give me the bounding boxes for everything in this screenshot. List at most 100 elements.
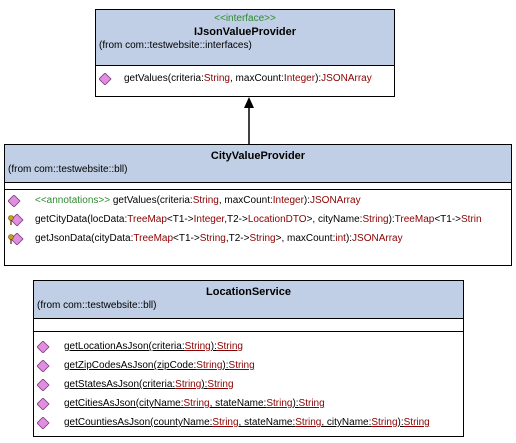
signature-part: , stateName: xyxy=(209,398,267,409)
signature-part: TreeMap xyxy=(127,214,167,225)
signature-part: TreeMap xyxy=(133,233,174,244)
class-header: <<interface>> IJsonValueProvider (from c… xyxy=(96,10,394,66)
class-name: LocationService xyxy=(206,286,291,298)
signature-part: int xyxy=(335,233,346,244)
signature-part: >, maxCount: xyxy=(275,233,336,244)
operation-row[interactable]: getCitiesAsJson(cityName:String, stateNa… xyxy=(34,394,463,413)
protected-operation-icon xyxy=(8,233,24,245)
signature-part: getCountiesAsJson(countyName: xyxy=(64,417,213,428)
signature-part: getCitiesAsJson(cityName: xyxy=(64,398,184,409)
attributes-compartment xyxy=(5,183,511,190)
signature-part: String xyxy=(184,341,211,352)
signature-part: String xyxy=(295,417,322,428)
signature-part: , maxCount: xyxy=(230,73,284,84)
signature-part: String xyxy=(362,214,389,225)
signature-part: criteria: xyxy=(171,73,204,84)
signature-part: ): xyxy=(303,195,311,206)
signature-part: ): xyxy=(222,360,229,371)
signature-part: ): xyxy=(201,379,208,390)
signature-part: <T1-> xyxy=(166,214,194,225)
operations-compartment: getValues(criteria:String, maxCount:Inte… xyxy=(96,66,394,88)
attributes-compartment xyxy=(34,319,463,332)
signature-part: String xyxy=(203,73,230,84)
signature-part: getZipCodesAsJson(zipCode: xyxy=(64,360,197,371)
interface-namespace: (from com::testwebsite::interfaces) xyxy=(99,40,252,51)
class-namespace: (from com::testwebsite::bll) xyxy=(37,300,157,311)
operation-signature: getZipCodesAsJson(zipCode:String):String xyxy=(64,356,255,375)
signature-part: Integer xyxy=(272,195,304,206)
signature-part: Integer xyxy=(283,73,316,84)
signature-part: getValues(criteria: xyxy=(110,195,193,206)
signature-part: String xyxy=(183,398,210,409)
signature-part: String xyxy=(175,379,202,390)
signature-part: ): xyxy=(397,417,404,428)
signature-part: , stateName: xyxy=(238,417,296,428)
public-operation-icon xyxy=(99,73,112,85)
operation-signature: getValues(criteria:String, maxCount:Inte… xyxy=(124,69,372,88)
signature-part: ): xyxy=(315,73,322,84)
signature-part: Strin xyxy=(461,214,482,225)
signature-part: getValues( xyxy=(124,73,172,84)
operation-signature: <<annotations>> getValues(criteria:Strin… xyxy=(35,191,361,210)
signature-part: getStatesAsJson(criteria: xyxy=(64,379,176,390)
operation-signature: getStatesAsJson(criteria:String):String xyxy=(64,375,234,394)
signature-part: String xyxy=(249,233,276,244)
signature-part: ): xyxy=(292,398,299,409)
class-locationservice[interactable]: LocationService (from com::testwebsite::… xyxy=(33,280,464,437)
interface-name: IJsonValueProvider xyxy=(193,26,297,38)
signature-part: getLocationAsJson(criteria: xyxy=(64,341,185,352)
signature-part: String xyxy=(371,417,398,428)
operation-row[interactable]: getValues(criteria:String, maxCount:Inte… xyxy=(96,69,394,88)
operation-row[interactable]: getJsonData(cityData:TreeMap<T1->String,… xyxy=(5,229,511,248)
class-namespace: (from com::testwebsite::bll) xyxy=(8,164,128,175)
signature-part: String xyxy=(192,195,219,206)
operations-compartment: getLocationAsJson(criteria:String):Strin… xyxy=(34,332,463,432)
signature-part: ): xyxy=(388,214,395,225)
signature-part: String xyxy=(266,398,293,409)
public-static-operation-icon xyxy=(37,379,50,391)
public-operation-icon xyxy=(8,195,21,207)
interface-ijsonvalueprovider[interactable]: <<interface>> IJsonValueProvider (from c… xyxy=(95,9,395,97)
signature-part: String xyxy=(196,360,223,371)
operation-signature: getLocationAsJson(criteria:String):Strin… xyxy=(64,337,243,356)
class-header: CityValueProvider (from com::testwebsite… xyxy=(5,145,511,183)
signature-part: String xyxy=(216,341,243,352)
signature-part: String xyxy=(199,233,226,244)
signature-part: >, cityName: xyxy=(306,214,363,225)
operation-signature: getJsonData(cityData:TreeMap<T1->String,… xyxy=(35,229,403,248)
operations-compartment: <<annotations>> getValues(criteria:Strin… xyxy=(5,190,511,248)
operation-signature: getCountiesAsJson(countyName:String, sta… xyxy=(64,413,430,432)
public-static-operation-icon xyxy=(37,341,50,353)
operation-row[interactable]: getStatesAsJson(criteria:String):String xyxy=(34,375,463,394)
operation-signature: getCityData(locData:TreeMap<T1->Integer,… xyxy=(35,210,482,229)
operation-row[interactable]: getCityData(locData:TreeMap<T1->Integer,… xyxy=(5,210,511,229)
protected-operation-icon xyxy=(8,214,24,226)
signature-part: JSONArray xyxy=(352,233,403,244)
interface-stereotype: <<interface>> xyxy=(214,13,276,24)
signature-part: String xyxy=(403,417,430,428)
signature-part: JSONArray xyxy=(321,73,372,84)
operation-row[interactable]: getLocationAsJson(criteria:String):Strin… xyxy=(34,337,463,356)
signature-part: String xyxy=(207,379,234,390)
class-cityvalueprovider[interactable]: CityValueProvider (from com::testwebsite… xyxy=(4,144,512,266)
signature-part: ): xyxy=(210,341,217,352)
signature-part: LocationDTO xyxy=(247,214,307,225)
signature-part: String xyxy=(298,398,325,409)
signature-part: ): xyxy=(345,233,353,244)
operation-row[interactable]: getZipCodesAsJson(zipCode:String):String xyxy=(34,356,463,375)
signature-part: Integer xyxy=(193,214,225,225)
signature-part: TreeMap xyxy=(394,214,435,225)
class-header: LocationService (from com::testwebsite::… xyxy=(34,281,463,319)
operation-row[interactable]: <<annotations>> getValues(criteria:Strin… xyxy=(5,191,511,210)
signature-part: , cityName: xyxy=(321,417,372,428)
signature-part: <T1-> xyxy=(434,214,462,225)
signature-part: JSONArray xyxy=(310,195,361,206)
signature-part: String xyxy=(212,417,239,428)
signature-part: , maxCount: xyxy=(218,195,273,206)
signature-part: String xyxy=(228,360,255,371)
signature-part: getJsonData(cityData: xyxy=(35,233,134,244)
public-static-operation-icon xyxy=(37,360,50,372)
public-static-operation-icon xyxy=(37,417,50,429)
operation-row[interactable]: getCountiesAsJson(countyName:String, sta… xyxy=(34,413,463,432)
